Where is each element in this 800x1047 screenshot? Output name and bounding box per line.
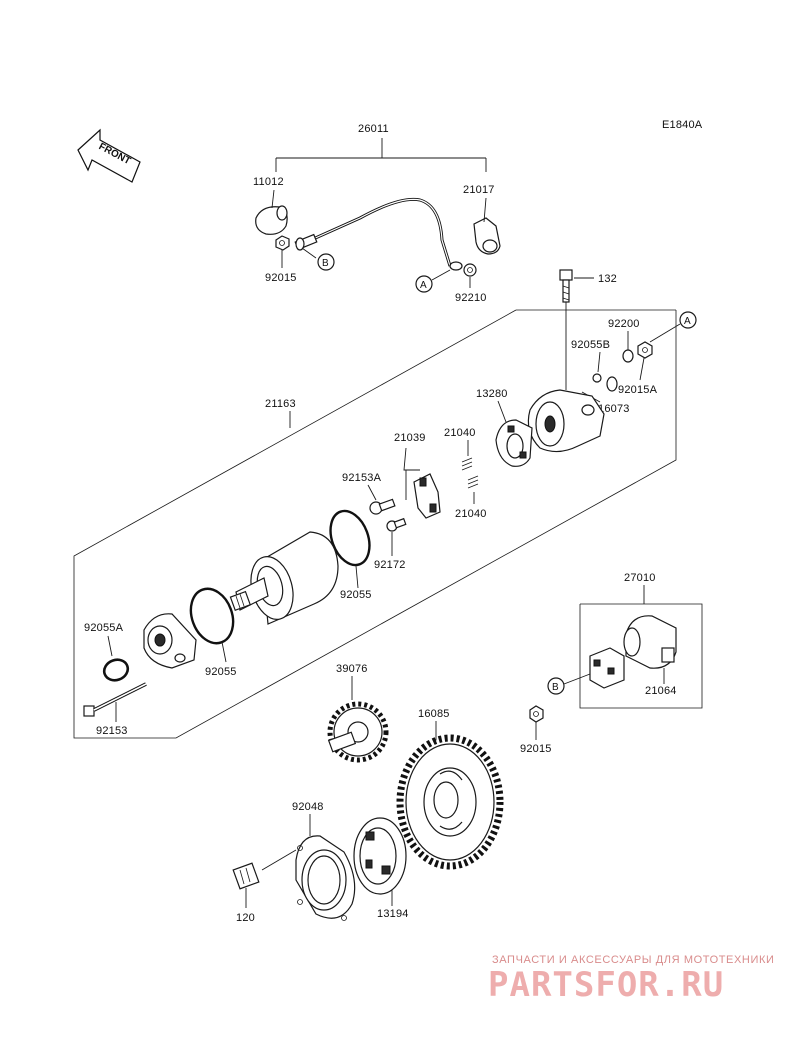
diagram-code: E1840A xyxy=(662,119,703,131)
label-92015-top: 92015 xyxy=(265,272,297,284)
label-92172: 92172 xyxy=(374,559,406,571)
o-ring-right: 92055 xyxy=(329,509,372,601)
long-bolt-92153: 92153 xyxy=(83,682,147,737)
starter-relay-group: 27010 21064 B 92015 xyxy=(520,572,703,755)
label-39076: 39076 xyxy=(336,663,368,675)
front-arrow-icon: FRONT xyxy=(77,128,141,183)
brush-springs: 21040 21040 xyxy=(444,427,487,520)
label-92153A: 92153A xyxy=(342,472,382,484)
label-92055B: 92055B xyxy=(571,339,610,351)
starter-cable-group: 26011 11012 21017 B 92015 A 92 xyxy=(253,123,501,304)
label-16073: 16073 xyxy=(598,403,630,415)
label-11012: 11012 xyxy=(253,176,284,188)
o-ring-left: 92055 xyxy=(189,587,237,678)
marker-a-cable: A xyxy=(420,280,427,291)
label-120: 120 xyxy=(236,912,255,924)
watermark-brand: PARTSFOR.RU xyxy=(488,965,724,1005)
label-92055-left: 92055 xyxy=(205,666,237,678)
label-92210: 92210 xyxy=(455,292,487,304)
label-13280: 13280 xyxy=(476,388,508,400)
label-21040-top: 21040 xyxy=(444,427,476,439)
label-92153: 92153 xyxy=(96,725,128,737)
label-21163: 21163 xyxy=(265,398,296,410)
front-end-cover xyxy=(143,613,197,669)
terminal-hardware: 92200 A 92015A 92055B 16073 xyxy=(571,311,697,415)
label-21040-bottom: 21040 xyxy=(455,508,487,520)
idle-gear-39076: 39076 xyxy=(327,663,389,763)
bolt-132: 132 xyxy=(559,269,617,390)
brush-holder: 13280 xyxy=(476,388,533,467)
label-92055A: 92055A xyxy=(84,622,124,634)
label-21064: 21064 xyxy=(645,685,677,697)
brush-set: 21039 xyxy=(394,432,441,519)
o-ring-92055A: 92055A xyxy=(84,622,130,682)
label-27010: 27010 xyxy=(624,572,656,584)
cover-plate-92048: 92048 xyxy=(292,801,356,921)
starter-clutch-13194: 13194 xyxy=(353,817,409,920)
label-16085: 16085 xyxy=(418,708,450,720)
label-21017: 21017 xyxy=(463,184,495,196)
marker-b-top: B xyxy=(322,258,329,269)
label-92048: 92048 xyxy=(292,801,324,813)
marker-a-end: A xyxy=(684,316,691,327)
screw-92172: 92172 xyxy=(374,517,407,571)
label-92015-bottom: 92015 xyxy=(520,743,552,755)
starter-driven-gear-16085: 16085 xyxy=(396,708,504,870)
label-21039: 21039 xyxy=(394,432,426,444)
label-92055-right: 92055 xyxy=(340,589,372,601)
bolt-120: 120 xyxy=(232,849,297,924)
label-92200: 92200 xyxy=(608,318,640,330)
watermark: ЗАПЧАСТИ И АКСЕССУАРЫ ДЛЯ МОТОТЕХНИКИ PA… xyxy=(488,954,774,1005)
screw-92153A: 92153A xyxy=(342,472,396,515)
label-13194: 13194 xyxy=(377,908,409,920)
marker-b-relay: B xyxy=(552,682,559,693)
watermark-tagline: ЗАПЧАСТИ И АКСЕССУАРЫ ДЛЯ МОТОТЕХНИКИ xyxy=(492,954,774,966)
label-92015A: 92015A xyxy=(618,384,658,396)
motor-yoke xyxy=(229,531,339,625)
starter-motor-assembly-frame: 21163 xyxy=(73,309,677,739)
label-26011: 26011 xyxy=(358,123,389,135)
rear-end-cover xyxy=(527,389,605,453)
label-132: 132 xyxy=(598,273,617,285)
